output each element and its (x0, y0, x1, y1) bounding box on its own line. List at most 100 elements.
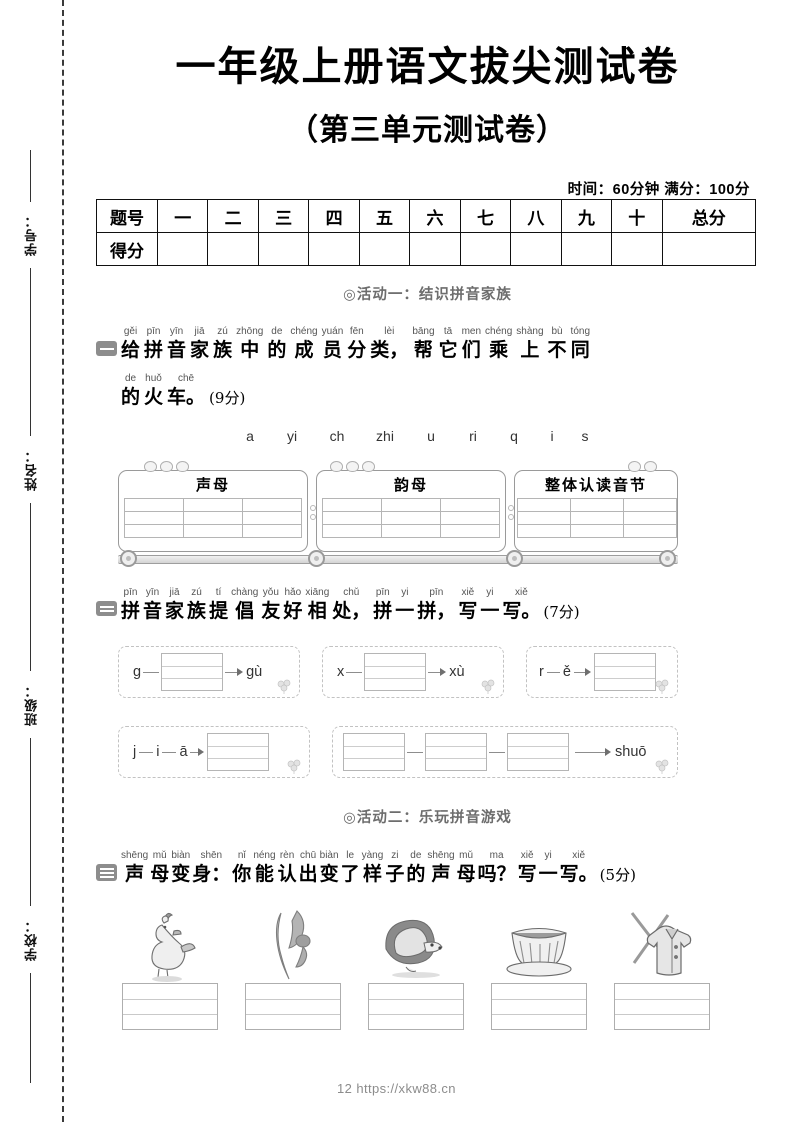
score-cell-9[interactable] (560, 232, 613, 266)
answer-box[interactable] (161, 653, 224, 691)
marker-bar (99, 347, 114, 350)
score-cell-10[interactable] (611, 232, 663, 266)
grid-cell[interactable] (570, 498, 624, 512)
grid-cell[interactable] (623, 498, 677, 512)
score-cell-2[interactable] (207, 232, 259, 266)
grid-cell[interactable] (242, 511, 302, 525)
grid-cell[interactable] (242, 524, 302, 538)
grid-cell[interactable] (381, 524, 441, 538)
answer-box[interactable] (245, 983, 341, 1030)
seal-item-class: 班级： (0, 675, 62, 735)
grid-cell[interactable] (517, 511, 571, 525)
grid-cell[interactable] (322, 498, 382, 512)
answer-box[interactable] (425, 733, 487, 771)
grid-cell[interactable] (124, 511, 184, 525)
answer-box[interactable] (593, 653, 656, 691)
table-row[interactable] (322, 524, 500, 538)
answer-grid[interactable] (322, 498, 500, 538)
answer-box[interactable] (491, 983, 587, 1030)
answer-grid[interactable] (517, 498, 677, 538)
pinyin-slot-panel-4[interactable]: j i ā (118, 726, 310, 778)
page-subtitle: （第三单元测试卷） (288, 113, 567, 148)
answer-box[interactable] (364, 653, 427, 691)
table-row[interactable] (517, 524, 677, 538)
slot-result: shuō (615, 744, 647, 760)
grid-cell[interactable] (570, 524, 624, 538)
connector-dash (407, 751, 423, 753)
grid-cell[interactable] (183, 524, 243, 538)
score-table: 题号 一 二 三 四 五 六 七 八 九 十 总分 得分 (96, 199, 757, 266)
pinyin-slot-panel-1[interactable]: g gù (118, 646, 300, 698)
grid-cell[interactable] (440, 498, 500, 512)
table-row[interactable] (322, 498, 500, 512)
score-cell-7[interactable] (459, 232, 512, 266)
grid-cell[interactable] (570, 511, 624, 525)
grid-cell[interactable] (242, 498, 302, 512)
grid-cell[interactable] (517, 524, 571, 538)
train-car-yunmu[interactable]: 韵母 (316, 470, 506, 552)
score-col-2: 二 (207, 199, 259, 233)
answer-box[interactable] (206, 733, 269, 771)
score-cell-total[interactable] (661, 232, 757, 266)
answer-box[interactable] (122, 983, 218, 1030)
teacup-icon (506, 927, 572, 977)
seal-label-column: 学号： 姓名： 班级： 学校： (0, 0, 62, 1122)
answer-box[interactable] (507, 733, 569, 771)
table-row[interactable] (124, 524, 302, 538)
slot-final: ě (562, 664, 571, 680)
train-car-shengmu[interactable]: 声母 (118, 470, 308, 552)
train-car-zhengtirendu[interactable]: 整体认读音节 (514, 470, 678, 552)
score-cell-5[interactable] (358, 232, 411, 266)
grid-cell[interactable] (623, 511, 677, 525)
grid-cell[interactable] (440, 524, 500, 538)
slot-initial: r (539, 664, 544, 680)
score-cell-1[interactable] (156, 232, 209, 266)
grid-cell[interactable] (623, 524, 677, 538)
table-row[interactable] (517, 498, 677, 512)
grid-cell[interactable] (381, 511, 441, 525)
grid-cell[interactable] (183, 498, 243, 512)
grid-cell[interactable] (322, 511, 382, 525)
answer-box[interactable] (368, 983, 464, 1030)
answer-box[interactable] (343, 733, 405, 771)
grid-cell[interactable] (322, 524, 382, 538)
table-row[interactable] (124, 511, 302, 525)
grid-cell[interactable] (183, 511, 243, 525)
grid-cell[interactable] (124, 498, 184, 512)
answer-grid[interactable] (124, 498, 302, 538)
grid-cell[interactable] (124, 524, 184, 538)
pinyin-slot-panel-3[interactable]: r ě (526, 646, 678, 698)
score-col-9: 九 (560, 199, 613, 233)
pinyin-slot-panel-5[interactable]: shuō (332, 726, 678, 778)
score-cell-6[interactable] (409, 232, 461, 266)
score-cell-4[interactable] (308, 232, 360, 266)
table-row[interactable] (124, 498, 302, 512)
picture-cell-1 (122, 905, 218, 1030)
pinyin-slot-panel-2[interactable]: x xù (322, 646, 504, 698)
connector-dash (162, 751, 177, 753)
answer-box[interactable] (614, 983, 710, 1030)
table-row[interactable] (517, 511, 677, 525)
grid-cell[interactable] (517, 498, 571, 512)
grid-cell[interactable] (440, 511, 500, 525)
connector-dash (428, 671, 441, 673)
score-cell-8[interactable] (510, 232, 562, 266)
table-row[interactable] (322, 511, 500, 525)
grid-cell[interactable] (381, 498, 441, 512)
score-cell-3[interactable] (257, 232, 310, 266)
